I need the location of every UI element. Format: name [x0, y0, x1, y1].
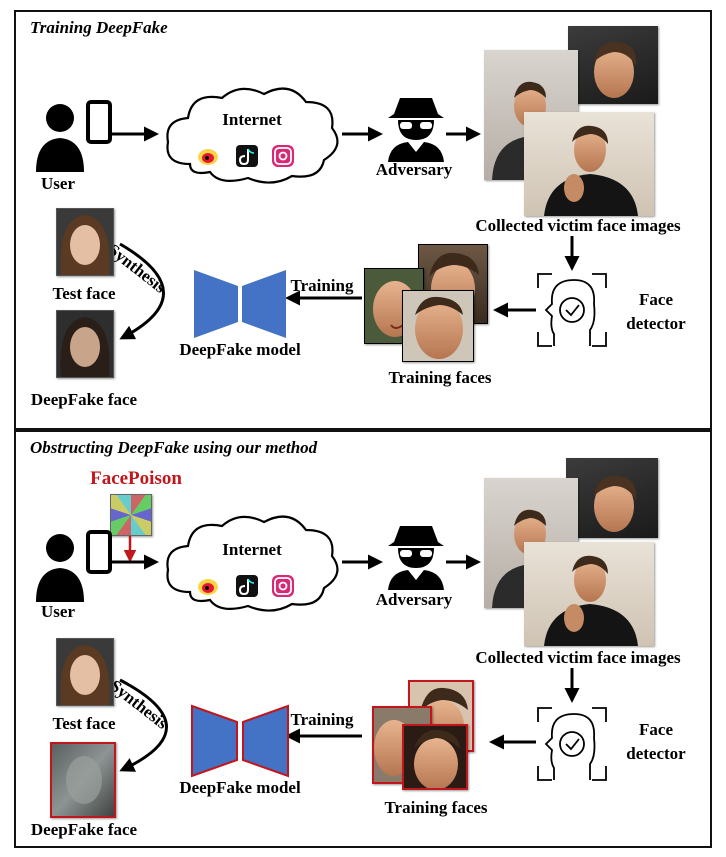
facepoison-label: FacePoison — [90, 468, 182, 489]
social-icons — [198, 145, 294, 167]
hourglass-model-icon — [194, 270, 286, 338]
user-label: User — [41, 174, 75, 193]
collected-label: Collected victim face images — [475, 648, 681, 667]
victim-photo-2 — [524, 112, 654, 216]
model-label: DeepFake model — [179, 778, 301, 797]
instagram-icon — [272, 575, 294, 597]
cloud-icon — [166, 515, 339, 612]
training-label: Training — [290, 710, 354, 729]
user-label: User — [41, 602, 75, 621]
spy-icon — [388, 526, 444, 590]
obstructing-deepfake-panel: Obstructing DeepFake using our method Fa… — [14, 430, 712, 848]
panel-title: Training DeepFake — [30, 18, 168, 37]
face-detector-label-1: Face — [639, 720, 673, 739]
model-label: DeepFake model — [179, 340, 301, 359]
face-detector-label-2: detector — [626, 744, 686, 763]
weibo-icon — [198, 149, 218, 165]
cloud-icon — [166, 87, 339, 184]
instagram-icon — [272, 145, 294, 167]
phone-icon — [86, 530, 112, 574]
training-faces-label: Training faces — [388, 368, 492, 387]
panel-title: Obstructing DeepFake using our method — [30, 438, 318, 457]
deepfake-face-label: DeepFake face — [30, 820, 138, 839]
test-face-label: Test face — [52, 714, 116, 733]
collected-label: Collected victim face images — [475, 216, 681, 235]
adversary-label: Adversary — [375, 160, 453, 179]
adversary-label: Adversary — [375, 590, 453, 609]
internet-label: Internet — [222, 540, 282, 559]
training-faces-label: Training faces — [384, 798, 488, 817]
face-detector-icon — [537, 707, 607, 781]
training-label: Training — [290, 276, 354, 295]
test-face-photo — [56, 208, 114, 276]
social-icons — [198, 575, 294, 597]
facepoison-noise — [110, 494, 152, 536]
training-face-3 — [402, 290, 474, 362]
tiktok-icon — [236, 575, 258, 597]
training-deepfake-panel: Training DeepFake User Internet Adversar… — [14, 10, 712, 430]
user-icon — [36, 530, 112, 602]
victim-photo-2 — [524, 542, 654, 646]
user-icon — [36, 100, 112, 172]
test-face-photo — [56, 638, 114, 706]
deepfake-face-photo — [56, 310, 114, 378]
internet-label: Internet — [222, 110, 282, 129]
tiktok-icon — [236, 145, 258, 167]
deepfake-face-photo — [50, 742, 116, 818]
victim-photo-3 — [566, 458, 658, 538]
flow-arrows — [112, 126, 580, 340]
training-face-3 — [402, 724, 468, 790]
deepfake-face-label: DeepFake face — [30, 390, 138, 409]
test-face-label: Test face — [52, 284, 116, 303]
hourglass-model-icon — [191, 704, 289, 778]
spy-icon — [388, 98, 444, 162]
face-detector-label-1: Face — [639, 290, 673, 309]
weibo-icon — [198, 579, 218, 595]
phone-icon — [86, 100, 112, 144]
flow-arrows — [112, 536, 580, 772]
victim-photo-3 — [568, 26, 658, 104]
face-detector-label-2: detector — [626, 314, 686, 333]
face-detector-icon — [537, 273, 607, 347]
